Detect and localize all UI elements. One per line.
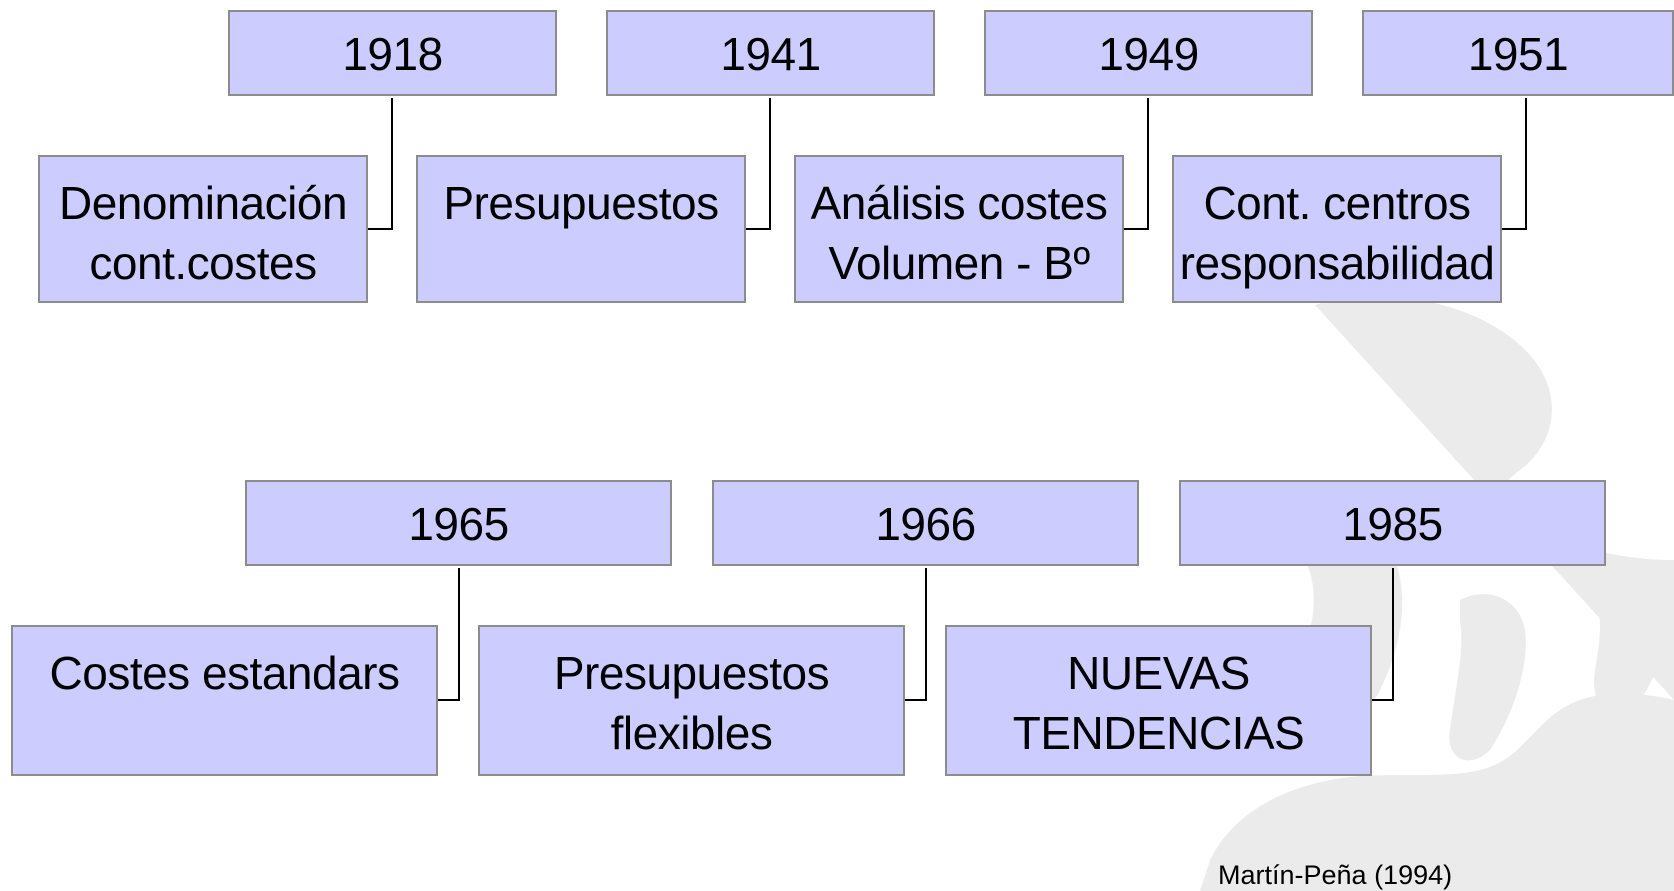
- event-label-line: responsabilidad: [1179, 237, 1495, 289]
- year-label: 1918: [342, 28, 443, 80]
- event-label-line: Denominación: [58, 177, 348, 229]
- event-label-line: TENDENCIAS: [1012, 707, 1305, 759]
- event-box-cont-centros: Cont. centros responsabilidad: [1172, 155, 1502, 303]
- event-label-line: Costes estandars: [49, 647, 400, 699]
- event-box-analisis-costes: Análisis costes Volumen - Bº: [794, 155, 1124, 303]
- event-label-line: Presupuestos flexibles: [553, 647, 830, 759]
- year-box-1949: 1949: [984, 10, 1313, 96]
- event-box-presupuestos: Presupuestos: [416, 155, 746, 303]
- year-label: 1941: [720, 28, 821, 80]
- event-box-presupuestos-flexibles: Presupuestos flexibles: [478, 625, 905, 776]
- event-box-denominacion: Denominación cont.costes: [38, 155, 368, 303]
- year-label: 1951: [1467, 28, 1569, 80]
- source-citation: Martín-Peña (1994): [1218, 860, 1453, 890]
- event-label-line: cont.costes: [89, 237, 317, 289]
- event-label-line: NUEVAS: [1067, 647, 1250, 699]
- event-label-line: Análisis costes: [810, 177, 1108, 229]
- year-box-1966: 1966: [712, 480, 1139, 566]
- year-label: 1985: [1342, 498, 1443, 550]
- year-label: 1966: [875, 498, 976, 550]
- event-label-line: Cont. centros: [1203, 177, 1471, 229]
- event-box-costes-estandars: Costes estandars: [11, 625, 438, 776]
- year-box-1918: 1918: [228, 10, 557, 96]
- year-label: 1965: [408, 498, 509, 550]
- event-box-nuevas-tendencias: NUEVAS TENDENCIAS: [945, 625, 1372, 776]
- event-label-line: Presupuestos: [443, 177, 719, 229]
- year-box-1951: 1951: [1362, 10, 1674, 96]
- year-box-1965: 1965: [245, 480, 672, 566]
- year-label: 1949: [1098, 28, 1199, 80]
- year-box-1941: 1941: [606, 10, 935, 96]
- year-box-1985: 1985: [1179, 480, 1606, 566]
- event-label-line: Volumen - Bº: [828, 237, 1090, 289]
